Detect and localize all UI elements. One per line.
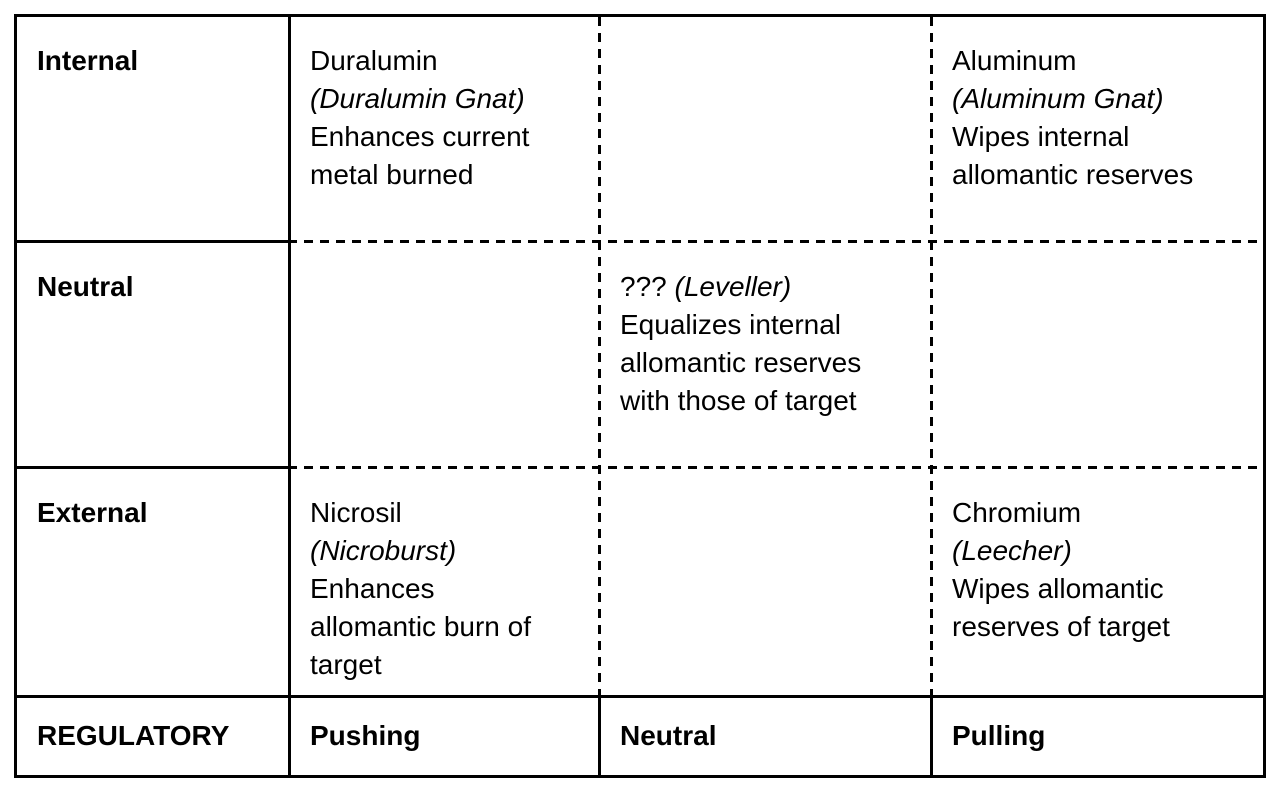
row-divider-neutral-external-dashed <box>288 466 1263 469</box>
metal-name: Aluminum <box>952 45 1077 76</box>
metal-description: Wipes internal allomantic reserves <box>952 121 1194 190</box>
metal-description: Enhances current metal burned <box>310 121 530 190</box>
metal-alias: (Nicroburst) <box>310 535 457 566</box>
metal-description: Wipes allomantic reserves of target <box>952 573 1170 642</box>
metal-alias: (Aluminum Gnat) <box>952 83 1164 114</box>
row-divider-internal-neutral-dashed <box>288 240 1263 243</box>
metal-name: Nicrosil <box>310 497 402 528</box>
row-divider-internal-neutral-solid <box>17 240 288 243</box>
cell-internal-pushing: Duralumin (Duralumin Gnat) Enhances curr… <box>310 42 596 194</box>
cell-internal-pulling: Aluminum (Aluminum Gnat) Wipes internal … <box>952 42 1260 194</box>
metal-description: Enhances allomantic burn of target <box>310 573 532 680</box>
column-divider-neutral-pulling-footer <box>930 695 933 775</box>
row-divider-footer <box>17 695 1263 698</box>
column-label-neutral: Neutral <box>620 720 717 751</box>
metal-name: Duralumin <box>310 45 438 76</box>
metal-alias: (Leveller) <box>674 271 792 302</box>
cell-external-pulling: Chromium (Leecher) Wipes allomantic rese… <box>952 494 1260 646</box>
metal-name: ??? <box>620 271 667 302</box>
allomantic-metals-matrix: Internal Neutral External Duralumin (Dur… <box>14 14 1266 778</box>
cell-neutral-neutral: ??? (Leveller) Equalizes internal alloma… <box>620 268 928 420</box>
metal-name: Chromium <box>952 497 1082 528</box>
metal-alias: (Leecher) <box>952 535 1072 566</box>
column-divider-pushing-neutral-footer <box>598 695 601 775</box>
row-label-internal: Internal <box>37 45 139 76</box>
row-divider-neutral-external-solid <box>17 466 288 469</box>
column-divider-neutral-pulling-dashed <box>930 17 933 695</box>
metal-alias: (Duralumin Gnat) <box>310 83 525 114</box>
metal-description: Equalizes internal allomantic reserves w… <box>620 309 862 416</box>
column-label-pulling: Pulling <box>952 720 1046 751</box>
cell-external-pushing: Nicrosil (Nicroburst) Enhances allomanti… <box>310 494 596 684</box>
row-label-external: External <box>37 497 148 528</box>
footer-label-regulatory: REGULATORY <box>37 720 230 751</box>
column-label-pushing: Pushing <box>310 720 421 751</box>
column-divider-labels <box>288 17 291 775</box>
row-label-neutral: Neutral <box>37 271 134 302</box>
column-divider-pushing-neutral-dashed <box>598 17 601 695</box>
